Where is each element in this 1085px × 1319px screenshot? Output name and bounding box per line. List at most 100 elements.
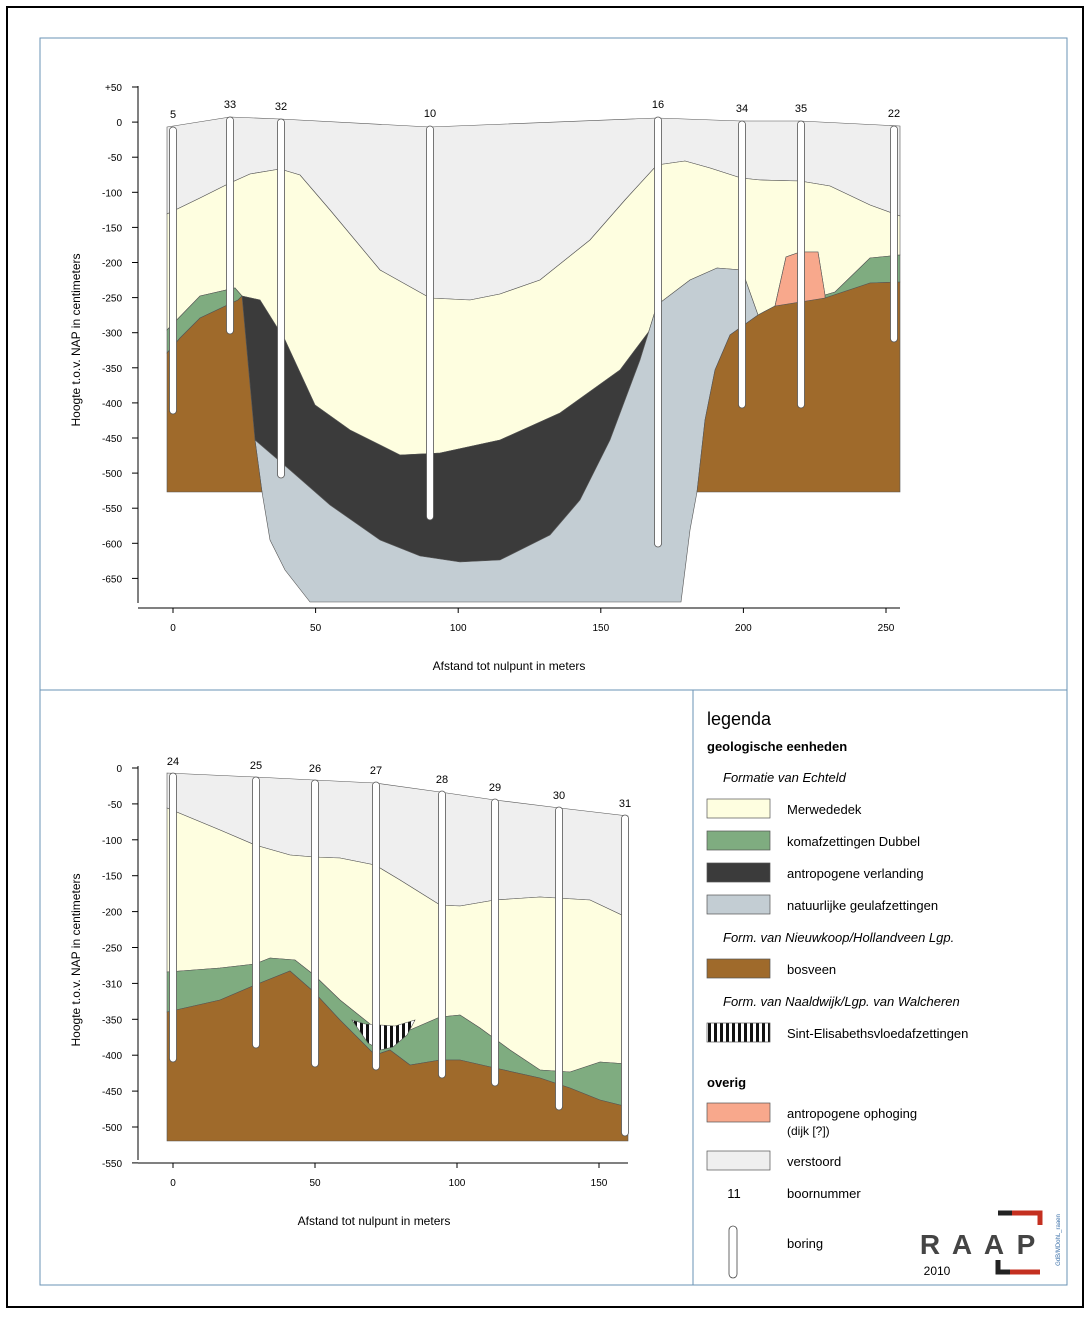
legend-swatch-geul: [706, 894, 771, 915]
y-tick-label: -550: [102, 1159, 122, 1170]
borehole: [438, 790, 446, 1079]
logo-letter-r: R: [920, 1229, 940, 1260]
section2-layers: [166, 772, 629, 1142]
y-tick-label: -250: [102, 294, 122, 305]
legend-swatch-bosveen: [706, 958, 771, 979]
legend-heading: geologische eenheden: [707, 739, 847, 754]
y-tick-label: -100: [102, 836, 122, 847]
raap-logo: R A A P 2010 GdB/MDohL_raaen: [920, 1210, 1062, 1278]
x-tick-label: 200: [735, 623, 752, 634]
section1-y-axis-label: Hoogte t.o.v. NAP in centimeters: [69, 254, 83, 427]
y-tick-label: -300: [102, 329, 122, 340]
logo-side-text: GdB/MDohL_raaen: [1056, 1214, 1062, 1266]
logo-year: 2010: [924, 1264, 951, 1278]
borehole-number: 16: [652, 99, 664, 111]
borehole-number: 5: [170, 109, 176, 121]
x-tick-label: 250: [878, 623, 895, 634]
y-tick-label: -200: [102, 908, 122, 919]
legend-label-boornummer: boornummer: [787, 1186, 861, 1201]
inner-frame: [39, 37, 1068, 1286]
section2-y-axis-label: Hoogte t.o.v. NAP in centimeters: [69, 874, 83, 1047]
logo-bracket-bottom-dark: [995, 1260, 1010, 1275]
section1-x-axis-label: Afstand tot nulpunt in meters: [433, 659, 586, 673]
legend-swatch-verstoord: [706, 1150, 771, 1171]
legend-label-geul: natuurlijke geulafzettingen: [787, 898, 938, 913]
borehole: [555, 806, 563, 1111]
y-tick-label: -50: [108, 153, 123, 164]
legend-label-merwededek: Merwededek: [787, 802, 862, 817]
section2-x-axis-label: Afstand tot nulpunt in meters: [298, 1214, 451, 1228]
borehole: [252, 776, 260, 1049]
x-tick-label: 150: [592, 623, 609, 634]
legend-swatch-verlanding: [706, 862, 771, 883]
borehole: [226, 116, 234, 335]
y-tick-label: -400: [102, 1051, 122, 1062]
y-tick-label: -200: [102, 259, 122, 270]
y-tick-label: -350: [102, 1015, 122, 1026]
legend-label-verlanding: antropogene verlanding: [787, 866, 924, 881]
logo-letter-a1: A: [952, 1229, 972, 1260]
y-tick-label: 0: [116, 764, 122, 775]
legend-sample-boornummer: 11: [727, 1186, 741, 1201]
x-tick-label: 0: [170, 623, 176, 634]
legend-swatch-dubbel: [706, 830, 771, 851]
borehole: [426, 125, 434, 521]
legend-group-naaldwijk: Form. van Naaldwijk/Lgp. van Walcheren: [723, 994, 960, 1009]
borehole-number: 33: [224, 99, 236, 111]
legend: legenda geologische eenheden Formatie va…: [706, 709, 968, 1279]
cross-section-2: 0-50-100-150-200-250-310-350-400-450-500…: [69, 756, 631, 1228]
layer-bosveen-west: [166, 295, 263, 493]
legend-label-bosveen: bosveen: [787, 962, 836, 977]
borehole: [654, 116, 662, 548]
borehole: [890, 125, 898, 343]
y-tick-label: -310: [102, 979, 122, 990]
legend-title: legenda: [707, 709, 772, 729]
section1-layers: [166, 116, 901, 603]
y-tick-label: -500: [102, 1123, 122, 1134]
y-tick-label: -450: [102, 434, 122, 445]
x-tick-label: 0: [170, 1178, 176, 1189]
legend-label-boring: boring: [787, 1236, 823, 1251]
borehole: [169, 126, 177, 415]
cross-section-1: +500-50-100-150-200-250-300-350-400-450-…: [69, 83, 901, 673]
y-tick-label: -350: [102, 364, 122, 375]
section1-boreholes: 5 33 32 10 16 34 35 22: [169, 99, 900, 548]
borehole-number: 35: [795, 103, 807, 115]
x-tick-label: 50: [309, 1178, 321, 1189]
borehole: [491, 798, 499, 1087]
y-tick-label: -150: [102, 223, 122, 234]
x-tick-label: 100: [449, 1178, 466, 1189]
borehole-number: 27: [370, 765, 382, 777]
legend-label-ophoging-note: (dijk [?]): [787, 1124, 830, 1138]
x-tick-label: 100: [450, 623, 467, 634]
logo-letter-a2: A: [984, 1229, 1004, 1260]
borehole: [738, 120, 746, 409]
legend-label-dubbel: komafzettingen Dubbel: [787, 834, 920, 849]
borehole-number: 34: [736, 103, 748, 115]
borehole-number: 31: [619, 798, 631, 810]
borehole-number: 10: [424, 108, 436, 120]
borehole: [797, 120, 805, 409]
borehole-number: 32: [275, 101, 287, 113]
y-tick-label: -550: [102, 504, 122, 515]
legend-label-ophoging: antropogene ophoging: [787, 1106, 917, 1121]
y-tick-label: +50: [105, 83, 122, 94]
borehole: [277, 118, 285, 479]
legend-group-echteld: Formatie van Echteld: [723, 770, 847, 785]
borehole-number: 22: [888, 108, 900, 120]
borehole: [311, 779, 319, 1068]
legend-swatch-ophoging: [706, 1102, 771, 1123]
layer-geulafzettingen: [254, 267, 759, 603]
borehole-number: 25: [250, 760, 262, 772]
y-tick-label: -600: [102, 539, 122, 550]
legend-heading-overig: overig: [707, 1075, 746, 1090]
borehole: [621, 814, 629, 1137]
section2-y-ticks: 0-50-100-150-200-250-310-350-400-450-500…: [102, 764, 138, 1170]
y-tick-label: -450: [102, 1087, 122, 1098]
borehole-number: 26: [309, 763, 321, 775]
